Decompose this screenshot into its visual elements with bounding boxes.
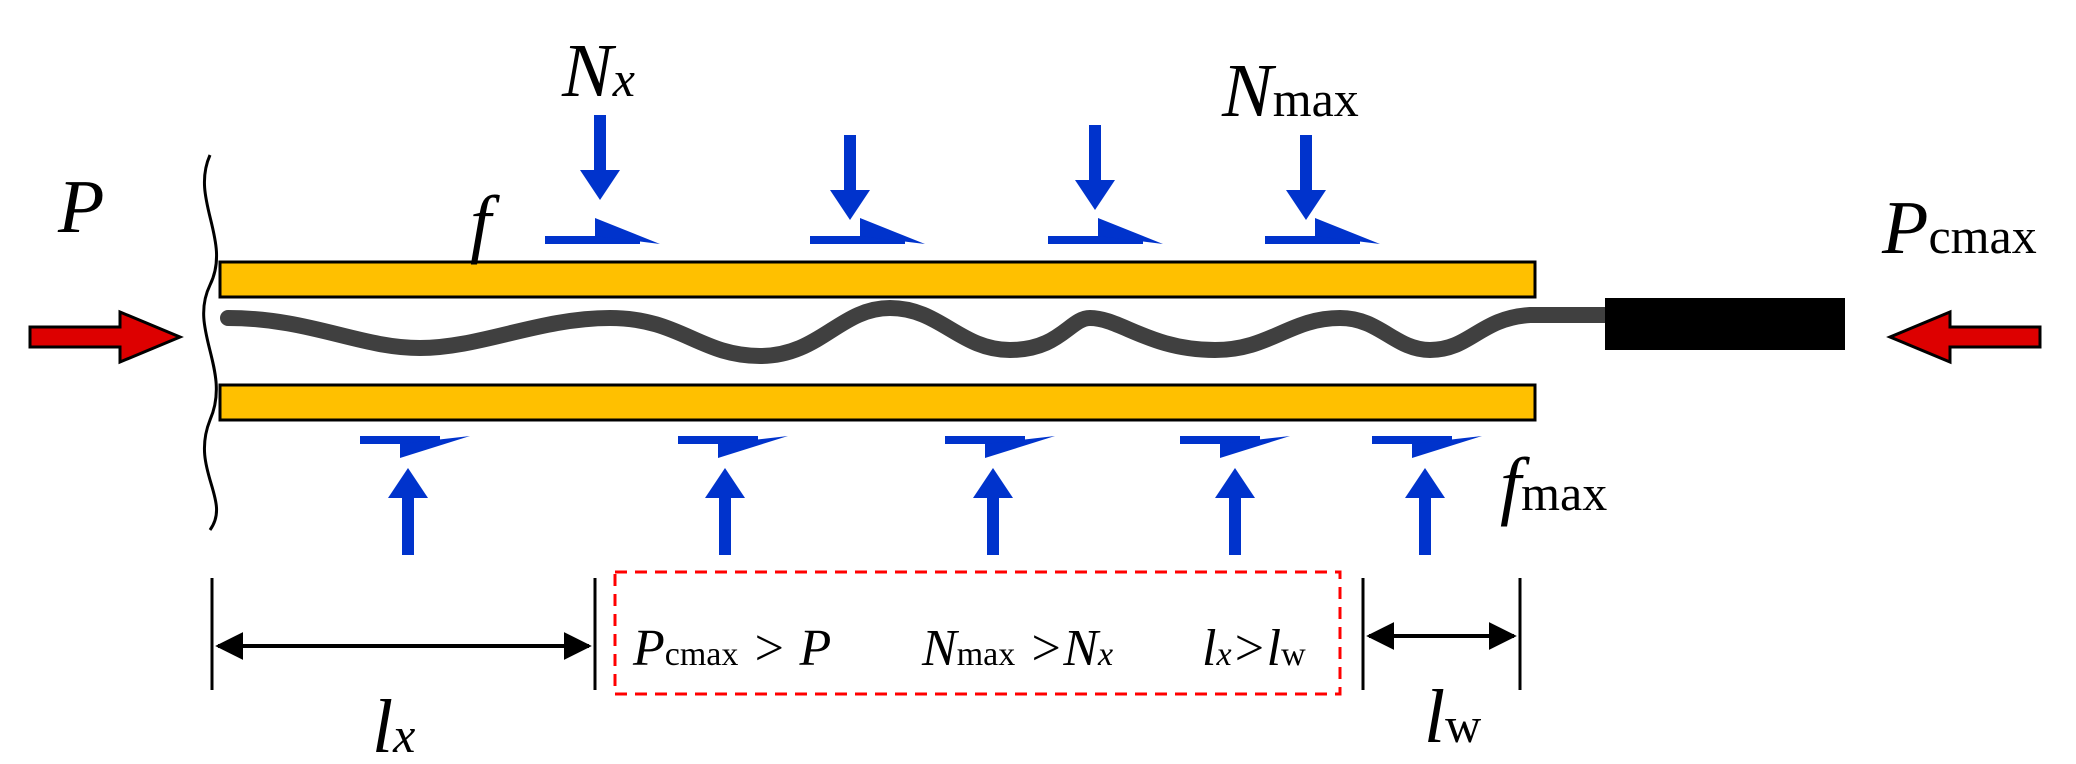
friction-harpoon-icon bbox=[1265, 218, 1380, 244]
label-lw: lw bbox=[1424, 675, 1481, 759]
condition-box bbox=[613, 570, 1342, 696]
label-nmax: Nmax bbox=[1221, 49, 1359, 133]
down-arrow-icon bbox=[580, 115, 620, 200]
friction-harpoon-icon bbox=[1180, 436, 1290, 458]
label-pcmax: Pcmax bbox=[1881, 186, 2037, 270]
friction-harpoon-icon bbox=[1048, 218, 1163, 244]
friction-harpoons-top bbox=[545, 218, 1380, 244]
friction-harpoon-icon bbox=[945, 436, 1055, 458]
up-arrow-icon bbox=[1405, 468, 1445, 555]
normal-force-arrows-bottom bbox=[388, 468, 1445, 555]
guidewire bbox=[220, 299, 1618, 365]
condition-pcmax-gt-p: Pcmax > P bbox=[632, 620, 831, 677]
up-arrow-icon bbox=[973, 468, 1013, 555]
down-arrow-icon bbox=[830, 135, 870, 220]
friction-harpoon-icon bbox=[678, 436, 788, 458]
friction-harpoon-icon bbox=[1372, 436, 1482, 458]
catheter-tip bbox=[1605, 298, 1845, 350]
label-p: P bbox=[57, 165, 104, 249]
friction-harpoon-icon bbox=[545, 218, 660, 244]
label-lx: lx bbox=[372, 685, 415, 764]
normal-force-arrows-top bbox=[580, 115, 1326, 220]
up-arrow-icon bbox=[705, 468, 745, 555]
up-arrow-icon bbox=[388, 468, 428, 555]
friction-harpoons-bottom bbox=[360, 436, 1482, 458]
up-arrow-icon bbox=[1215, 468, 1255, 555]
label-fmax: fmax bbox=[1500, 443, 1607, 527]
upper-tube bbox=[218, 260, 1537, 299]
push-arrow-left bbox=[28, 309, 184, 365]
friction-harpoon-icon bbox=[360, 436, 470, 458]
condition-nmax-gt-nx: Nmax >Nx bbox=[921, 620, 1113, 677]
condition-lx-gt-lw: lx>lw bbox=[1202, 620, 1306, 677]
label-f: f bbox=[470, 181, 500, 265]
down-arrow-icon bbox=[1075, 125, 1115, 210]
friction-harpoon-icon bbox=[810, 218, 925, 244]
break-line bbox=[202, 154, 219, 531]
label-nx: Nx bbox=[561, 29, 635, 113]
push-arrow-right bbox=[1886, 309, 2042, 365]
lower-tube bbox=[218, 383, 1537, 422]
down-arrow-icon bbox=[1286, 135, 1326, 220]
